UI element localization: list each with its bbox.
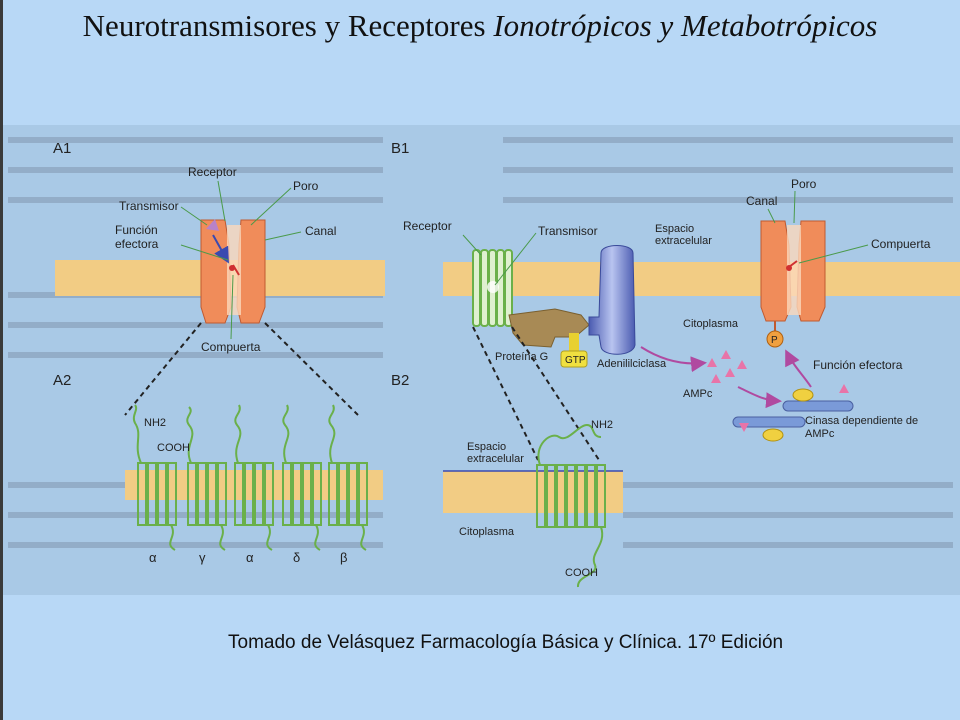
label-ampc: AMPc [683, 388, 713, 400]
label-poro-a1: Poro [293, 179, 319, 193]
label-nh2-a2: NH2 [144, 417, 166, 429]
label-funcion-efectora-b1: Función efectora [813, 358, 903, 372]
subunit-labels: α γ α δ β [149, 550, 347, 565]
subunit-label-1: α [149, 550, 157, 565]
zoom-line-left-a [124, 322, 202, 416]
leader-poro-a1 [250, 187, 292, 226]
panel-label-b2: B2 [391, 372, 409, 389]
subunit-label-5: β [340, 550, 347, 565]
receptor-figure: A1 A2 B1 B2 Receptor Poro Transmisor Can… [3, 125, 960, 595]
ion-channel-b1 [760, 220, 826, 331]
leader-canal-b1 [767, 208, 776, 224]
phosphate-circle [766, 330, 784, 348]
arrow-ac-to-ampc [640, 346, 707, 373]
panel-label-a1: A1 [53, 140, 71, 157]
g-protein-b1 [508, 308, 590, 348]
label-poro-b1: Poro [791, 177, 817, 191]
subunit-group-a2 [132, 404, 368, 551]
label-canal-a1: Canal [305, 224, 336, 238]
label-receptor-b1: Receptor [403, 219, 452, 233]
leader-receptor-b1 [462, 234, 482, 256]
label-compuerta-b1: Compuerta [871, 237, 931, 251]
membrane-b1 [443, 262, 960, 296]
leader-transmisor-b1 [494, 232, 537, 286]
label-funcion-efectora-a1: Función efectora [115, 223, 159, 251]
leader-compuerta-a1 [230, 274, 234, 340]
leader-funcion-a1 [180, 244, 229, 261]
label-compuerta-a1: Compuerta [201, 340, 261, 354]
title-text-part2: Ionotrópicos y Metabotrópicos [493, 8, 878, 43]
left-border [0, 0, 3, 720]
ion-channel-a1 [200, 219, 266, 324]
label-proteina-g: Proteína G [495, 351, 548, 363]
label-transmisor-b1: Transmisor [538, 224, 598, 238]
leader-canal-a1 [264, 231, 302, 241]
arrow-ampc-to-kinase [737, 386, 782, 409]
gtp-stem [569, 333, 579, 351]
leader-receptor-a1 [217, 180, 226, 222]
transmitter-a1 [206, 219, 219, 231]
title-text-part1: Neurotransmisores y Receptores [82, 8, 494, 43]
label-transmisor-a1: Transmisor [119, 199, 179, 213]
ampc-molecules [707, 350, 747, 383]
figure-background [3, 125, 960, 595]
label-cooh-a2: COOH [157, 442, 190, 454]
funcion-efectora-text-a1: Función efectora [115, 223, 159, 251]
gtp-badge [560, 350, 588, 368]
cinasa-text: Cinasa dependiente de AMPc [805, 415, 919, 440]
leader-transmisor-a1 [180, 206, 208, 226]
label-p: P [771, 335, 778, 346]
leader-poro-b1 [793, 190, 796, 224]
adenylyl-cyclase-b1 [588, 245, 636, 355]
panel-label-a2: A2 [53, 372, 71, 389]
label-espacio-extracelular-b2: Espacio extracelular [467, 441, 524, 465]
label-gtp: GTP [565, 355, 586, 366]
slide-caption: Tomado de Velásquez Farmacología Básica … [228, 632, 784, 653]
membrane-b2 [443, 471, 623, 513]
zoom-line-right-a [264, 322, 359, 416]
panel-label-b1: B1 [391, 140, 409, 157]
label-citoplasma-b1: Citoplasma [683, 318, 739, 330]
slide-title: Neurotransmisores y Receptores Ionotrópi… [0, 8, 960, 44]
label-receptor-a1: Receptor [188, 165, 237, 179]
espacio-text-b2: Espacio extracelular [467, 441, 524, 465]
subunit-label-4: δ [293, 550, 300, 565]
label-cinasa: Cinasa dependiente de AMPc [805, 415, 919, 440]
espacio-text-b1: Espacio extracelular [655, 223, 712, 247]
label-adenililciclasa: Adenililciclasa [597, 358, 667, 370]
leader-compuerta-b1 [798, 244, 869, 264]
label-espacio-extracelular-b1: Espacio extracelular [655, 223, 712, 247]
gpcr-receptor-b1 [472, 249, 513, 327]
transmitter-arrow-a1 [212, 234, 229, 264]
label-nh2-b2: NH2 [591, 419, 613, 431]
subunit-label-3: α [246, 550, 254, 565]
zoom-line-left-b [472, 326, 539, 461]
label-canal-b1: Canal [746, 194, 777, 208]
gpcr-topology-b2 [536, 423, 606, 588]
label-cooh-b2: COOH [565, 567, 598, 579]
label-citoplasma-b2: Citoplasma [459, 526, 515, 538]
camp-kinase [732, 384, 854, 442]
figure-svg: A1 A2 B1 B2 Receptor Poro Transmisor Can… [3, 125, 960, 595]
arrow-kinase-to-channel [785, 349, 812, 388]
subunit-label-2: γ [199, 550, 206, 565]
